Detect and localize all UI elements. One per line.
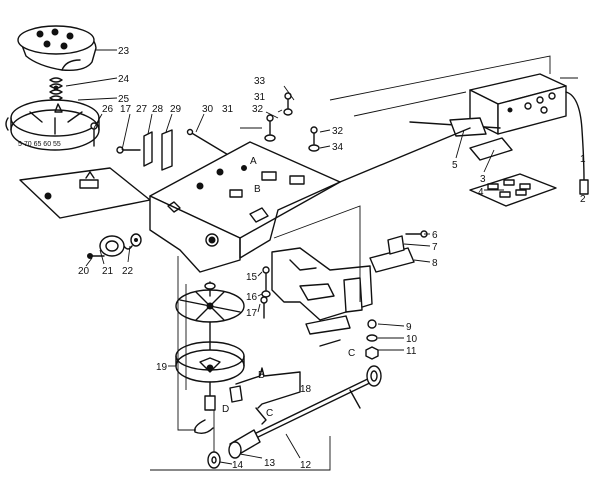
callout-28: 28 (152, 104, 164, 115)
callout-5: 5 (452, 160, 458, 171)
letter-d: D (222, 404, 229, 415)
callout-29: 29 (170, 104, 182, 115)
callout-26: 26 (102, 104, 114, 115)
screw-15 (262, 266, 270, 291)
callout-27: 27 (136, 104, 148, 115)
callout-8: 8 (432, 258, 438, 269)
link-rod (339, 127, 471, 183)
callout-32-right: 32 (332, 126, 344, 137)
switch-box (469, 73, 567, 135)
screw-32a (266, 114, 274, 135)
washer-31b (264, 134, 276, 142)
bracket-3 (469, 137, 513, 161)
callout-15: 15 (246, 272, 258, 283)
callout-10: 10 (406, 334, 418, 345)
letter-c-lower: C (266, 408, 273, 419)
callout-16: 16 (246, 292, 258, 303)
letter-a: A (250, 156, 257, 167)
callout-6: 6 (432, 230, 438, 241)
callout-30: 30 (202, 104, 214, 115)
coil-spring-21 (99, 235, 133, 257)
callout-31-upper: 31 (254, 92, 266, 103)
washer-34 (308, 144, 320, 152)
washer-31a (283, 108, 293, 116)
callout-1: 1 (580, 154, 586, 165)
washer-14 (207, 451, 221, 469)
callout-17-right: 17 (246, 308, 258, 319)
callout-leaders (85, 77, 578, 465)
knob-cap (17, 25, 97, 72)
timer-dial: 5 70 65 60 55 (5, 99, 100, 151)
latch-assembly (271, 247, 373, 347)
screw-27 (116, 146, 141, 154)
callout-11: 11 (406, 346, 417, 357)
callout-13: 13 (264, 458, 276, 469)
callout-18: 18 (300, 384, 312, 395)
callout-17-left: 17 (120, 104, 132, 115)
callout-9: 9 (406, 322, 412, 333)
callout-3: 3 (480, 174, 486, 185)
drive-shaft (249, 365, 382, 441)
callout-2: 2 (580, 194, 586, 205)
screw-32b (310, 126, 318, 145)
callout-23: 23 (118, 46, 130, 57)
callout-25: 25 (118, 94, 130, 105)
dial-scale-text: 5 70 65 60 55 (18, 141, 61, 148)
main-chassis (149, 141, 341, 273)
cam-shaft (194, 381, 216, 435)
callout-labels: 1 2 3 4 5 6 7 8 9 10 11 12 13 14 15 16 1… (78, 46, 586, 471)
reference-letters: A B C D B C (222, 156, 355, 419)
washer-16 (261, 290, 271, 298)
upper-cam-wheel (175, 281, 245, 323)
callout-34: 34 (332, 142, 344, 153)
washer-22 (130, 233, 142, 247)
screw-6 (405, 230, 428, 238)
callout-21: 21 (102, 266, 114, 277)
fasteners-9-10-11 (365, 319, 379, 360)
bracket-7 (387, 235, 405, 255)
callout-20: 20 (78, 266, 90, 277)
bracket-29 (161, 129, 173, 171)
callout-24: 24 (118, 74, 130, 85)
callout-4: 4 (478, 187, 484, 198)
lower-cam-wheel (175, 341, 245, 383)
callout-7: 7 (432, 242, 438, 253)
callout-12: 12 (300, 460, 312, 471)
bushing-13 (228, 429, 261, 459)
terminal-board-4 (469, 173, 557, 207)
bracket-28 (143, 131, 153, 167)
callout-31-lower: 31 (222, 104, 234, 115)
callout-22: 22 (122, 266, 134, 277)
callout-14: 14 (232, 460, 244, 471)
screw-17 (260, 296, 268, 319)
letter-b: B (254, 184, 261, 195)
callout-33: 33 (254, 76, 266, 87)
reference-lines (150, 55, 551, 471)
letter-b-lower: B (258, 370, 265, 381)
mounting-plate (19, 167, 151, 219)
cam-follower-lever (229, 367, 301, 425)
actuator-rod-5 (409, 117, 501, 137)
callout-32-left: 32 (252, 104, 264, 115)
dial-spring (49, 77, 63, 101)
power-cord (565, 91, 589, 195)
callout-19: 19 (156, 362, 168, 373)
letter-c: C (348, 348, 355, 359)
